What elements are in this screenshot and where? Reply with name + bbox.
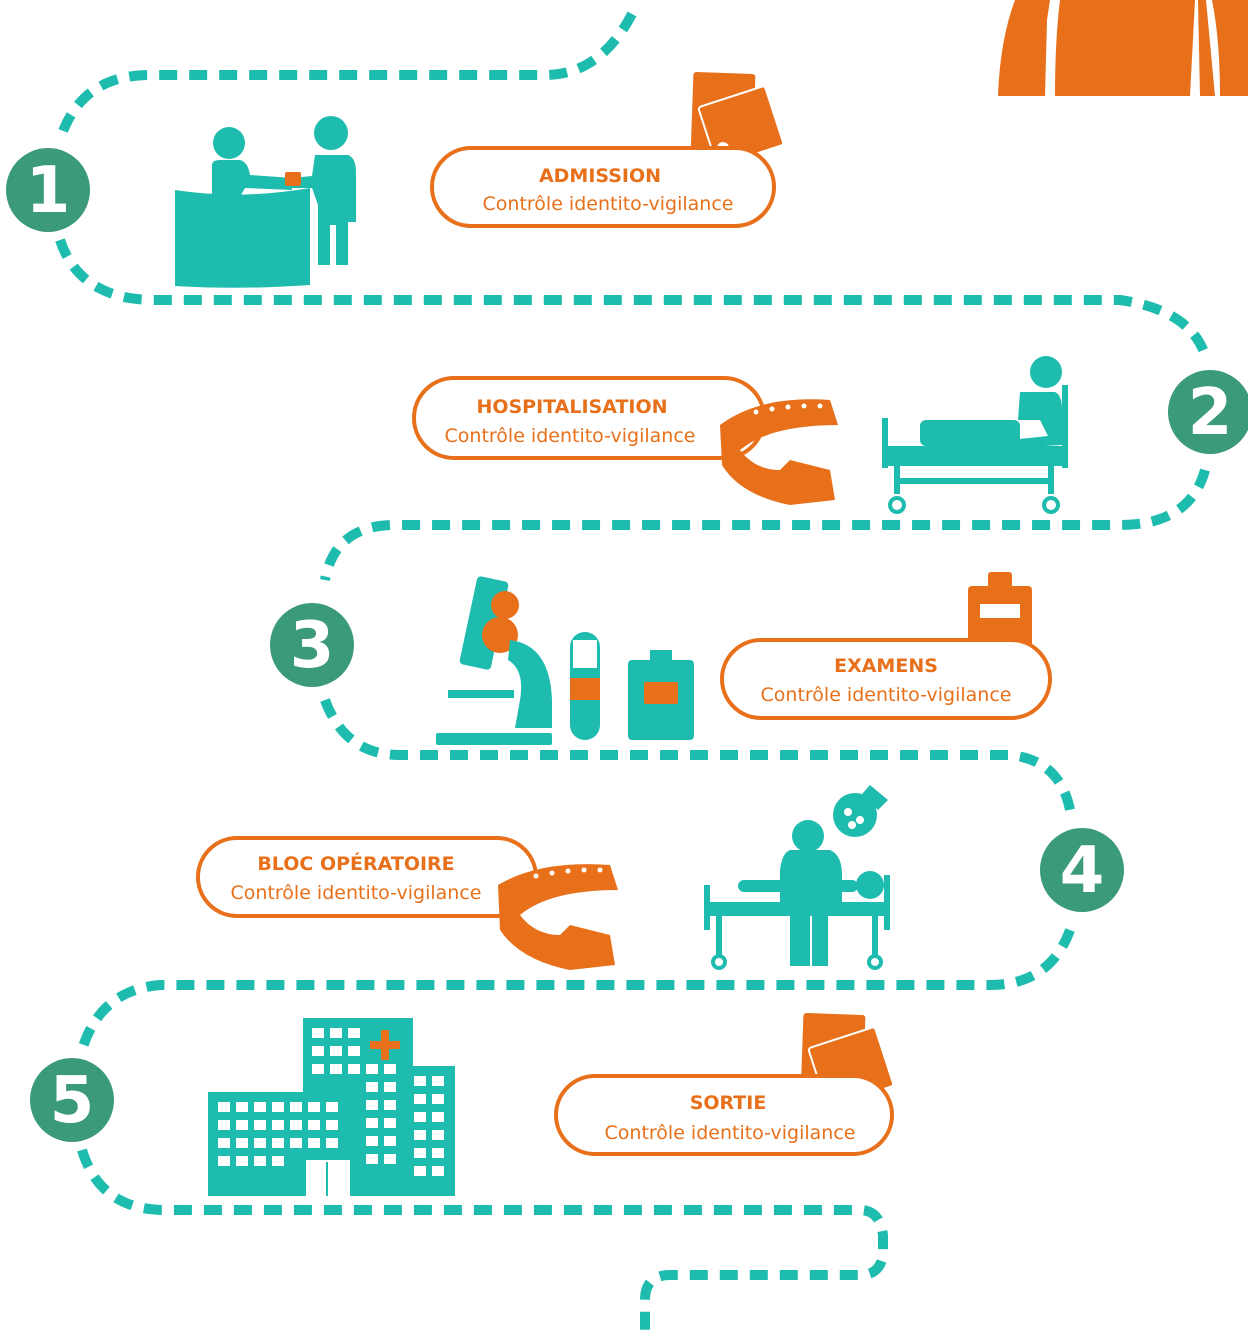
wristband-icon-2 bbox=[498, 864, 618, 970]
step-4-number: 4 bbox=[1040, 828, 1124, 912]
blood-bag-icon bbox=[628, 650, 694, 740]
svg-text:Contrôle identito-vigilance: Contrôle identito-vigilance bbox=[483, 193, 734, 215]
step-1-label: ADMISSION Contrôle identito-vigilance bbox=[430, 146, 776, 228]
surgery-icon bbox=[704, 785, 890, 970]
microscope-icon bbox=[436, 576, 552, 745]
person-silhouette-icon bbox=[998, 0, 1248, 96]
step-5-number: 5 bbox=[30, 1058, 114, 1142]
wristband-icon bbox=[720, 399, 838, 505]
svg-text:SORTIE: SORTIE bbox=[690, 1092, 767, 1114]
svg-text:4: 4 bbox=[1060, 834, 1105, 908]
step-4-label: BLOC OPÉRATOIRE Contrôle identito-vigila… bbox=[196, 836, 538, 918]
test-tube-icon bbox=[570, 632, 600, 740]
svg-text:Contrôle identito-vigilance: Contrôle identito-vigilance bbox=[445, 425, 696, 447]
hospital-bed-icon bbox=[882, 356, 1068, 514]
svg-text:Contrôle identito-vigilance: Contrôle identito-vigilance bbox=[761, 684, 1012, 706]
svg-text:HOSPITALISATION: HOSPITALISATION bbox=[476, 396, 667, 418]
svg-text:BLOC OPÉRATOIRE: BLOC OPÉRATOIRE bbox=[257, 852, 454, 875]
step-2-label: HOSPITALISATION Contrôle identito-vigila… bbox=[412, 376, 766, 460]
svg-text:EXAMENS: EXAMENS bbox=[834, 655, 938, 677]
journey-path bbox=[55, 11, 1210, 1336]
step-1-number: 1 bbox=[6, 148, 90, 232]
step-2-number: 2 bbox=[1168, 370, 1248, 454]
step-3-label: EXAMENS Contrôle identito-vigilance bbox=[720, 638, 1052, 720]
step-3-number: 3 bbox=[270, 603, 354, 687]
svg-text:Contrôle identito-vigilance: Contrôle identito-vigilance bbox=[605, 1122, 856, 1144]
hospital-building-icon bbox=[208, 1018, 455, 1196]
svg-text:Contrôle identito-vigilance: Contrôle identito-vigilance bbox=[231, 882, 482, 904]
reception-desk-icon bbox=[175, 116, 356, 288]
svg-text:2: 2 bbox=[1188, 376, 1233, 450]
svg-text:ADMISSION: ADMISSION bbox=[539, 165, 661, 187]
svg-text:5: 5 bbox=[50, 1064, 95, 1138]
step-5-label: SORTIE Contrôle identito-vigilance bbox=[554, 1074, 894, 1156]
svg-text:3: 3 bbox=[290, 609, 335, 683]
svg-text:1: 1 bbox=[26, 154, 71, 228]
